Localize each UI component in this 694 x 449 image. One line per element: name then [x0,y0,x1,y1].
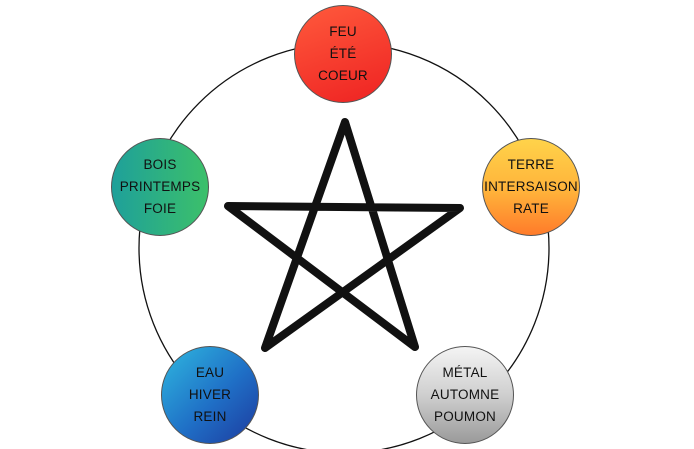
element-bois-line-1: BOIS [143,157,177,172]
element-metal-line-3: POUMON [434,409,496,424]
element-bois-line-3: FOIE [143,201,177,216]
element-metal: MÉTAL AUTOMNE POUMON [416,346,514,444]
element-eau-line-2: HIVER [188,387,232,402]
element-feu: FEU ÉTÉ COEUR [294,5,392,103]
element-terre-line-3: RATE [513,201,549,216]
element-metal-line-2: AUTOMNE [430,387,500,402]
element-metal-line-1: MÉTAL [442,365,488,380]
element-bois: BOIS PRINTEMPS FOIE [111,138,209,236]
element-feu-line-2: ÉTÉ [329,46,357,61]
element-terre-line-2: INTERSAISON [484,179,578,194]
star-shape [224,118,464,352]
element-bois-line-2: PRINTEMPS [119,179,201,194]
element-terre: TERRE INTERSAISON RATE [482,138,580,236]
element-feu-line-3: COEUR [318,68,368,83]
element-eau-line-3: REIN [193,409,227,424]
element-eau: EAU HIVER REIN [161,346,259,444]
element-eau-line-1: EAU [195,365,225,380]
element-feu-line-1: FEU [329,24,357,39]
element-terre-line-1: TERRE [507,157,555,172]
